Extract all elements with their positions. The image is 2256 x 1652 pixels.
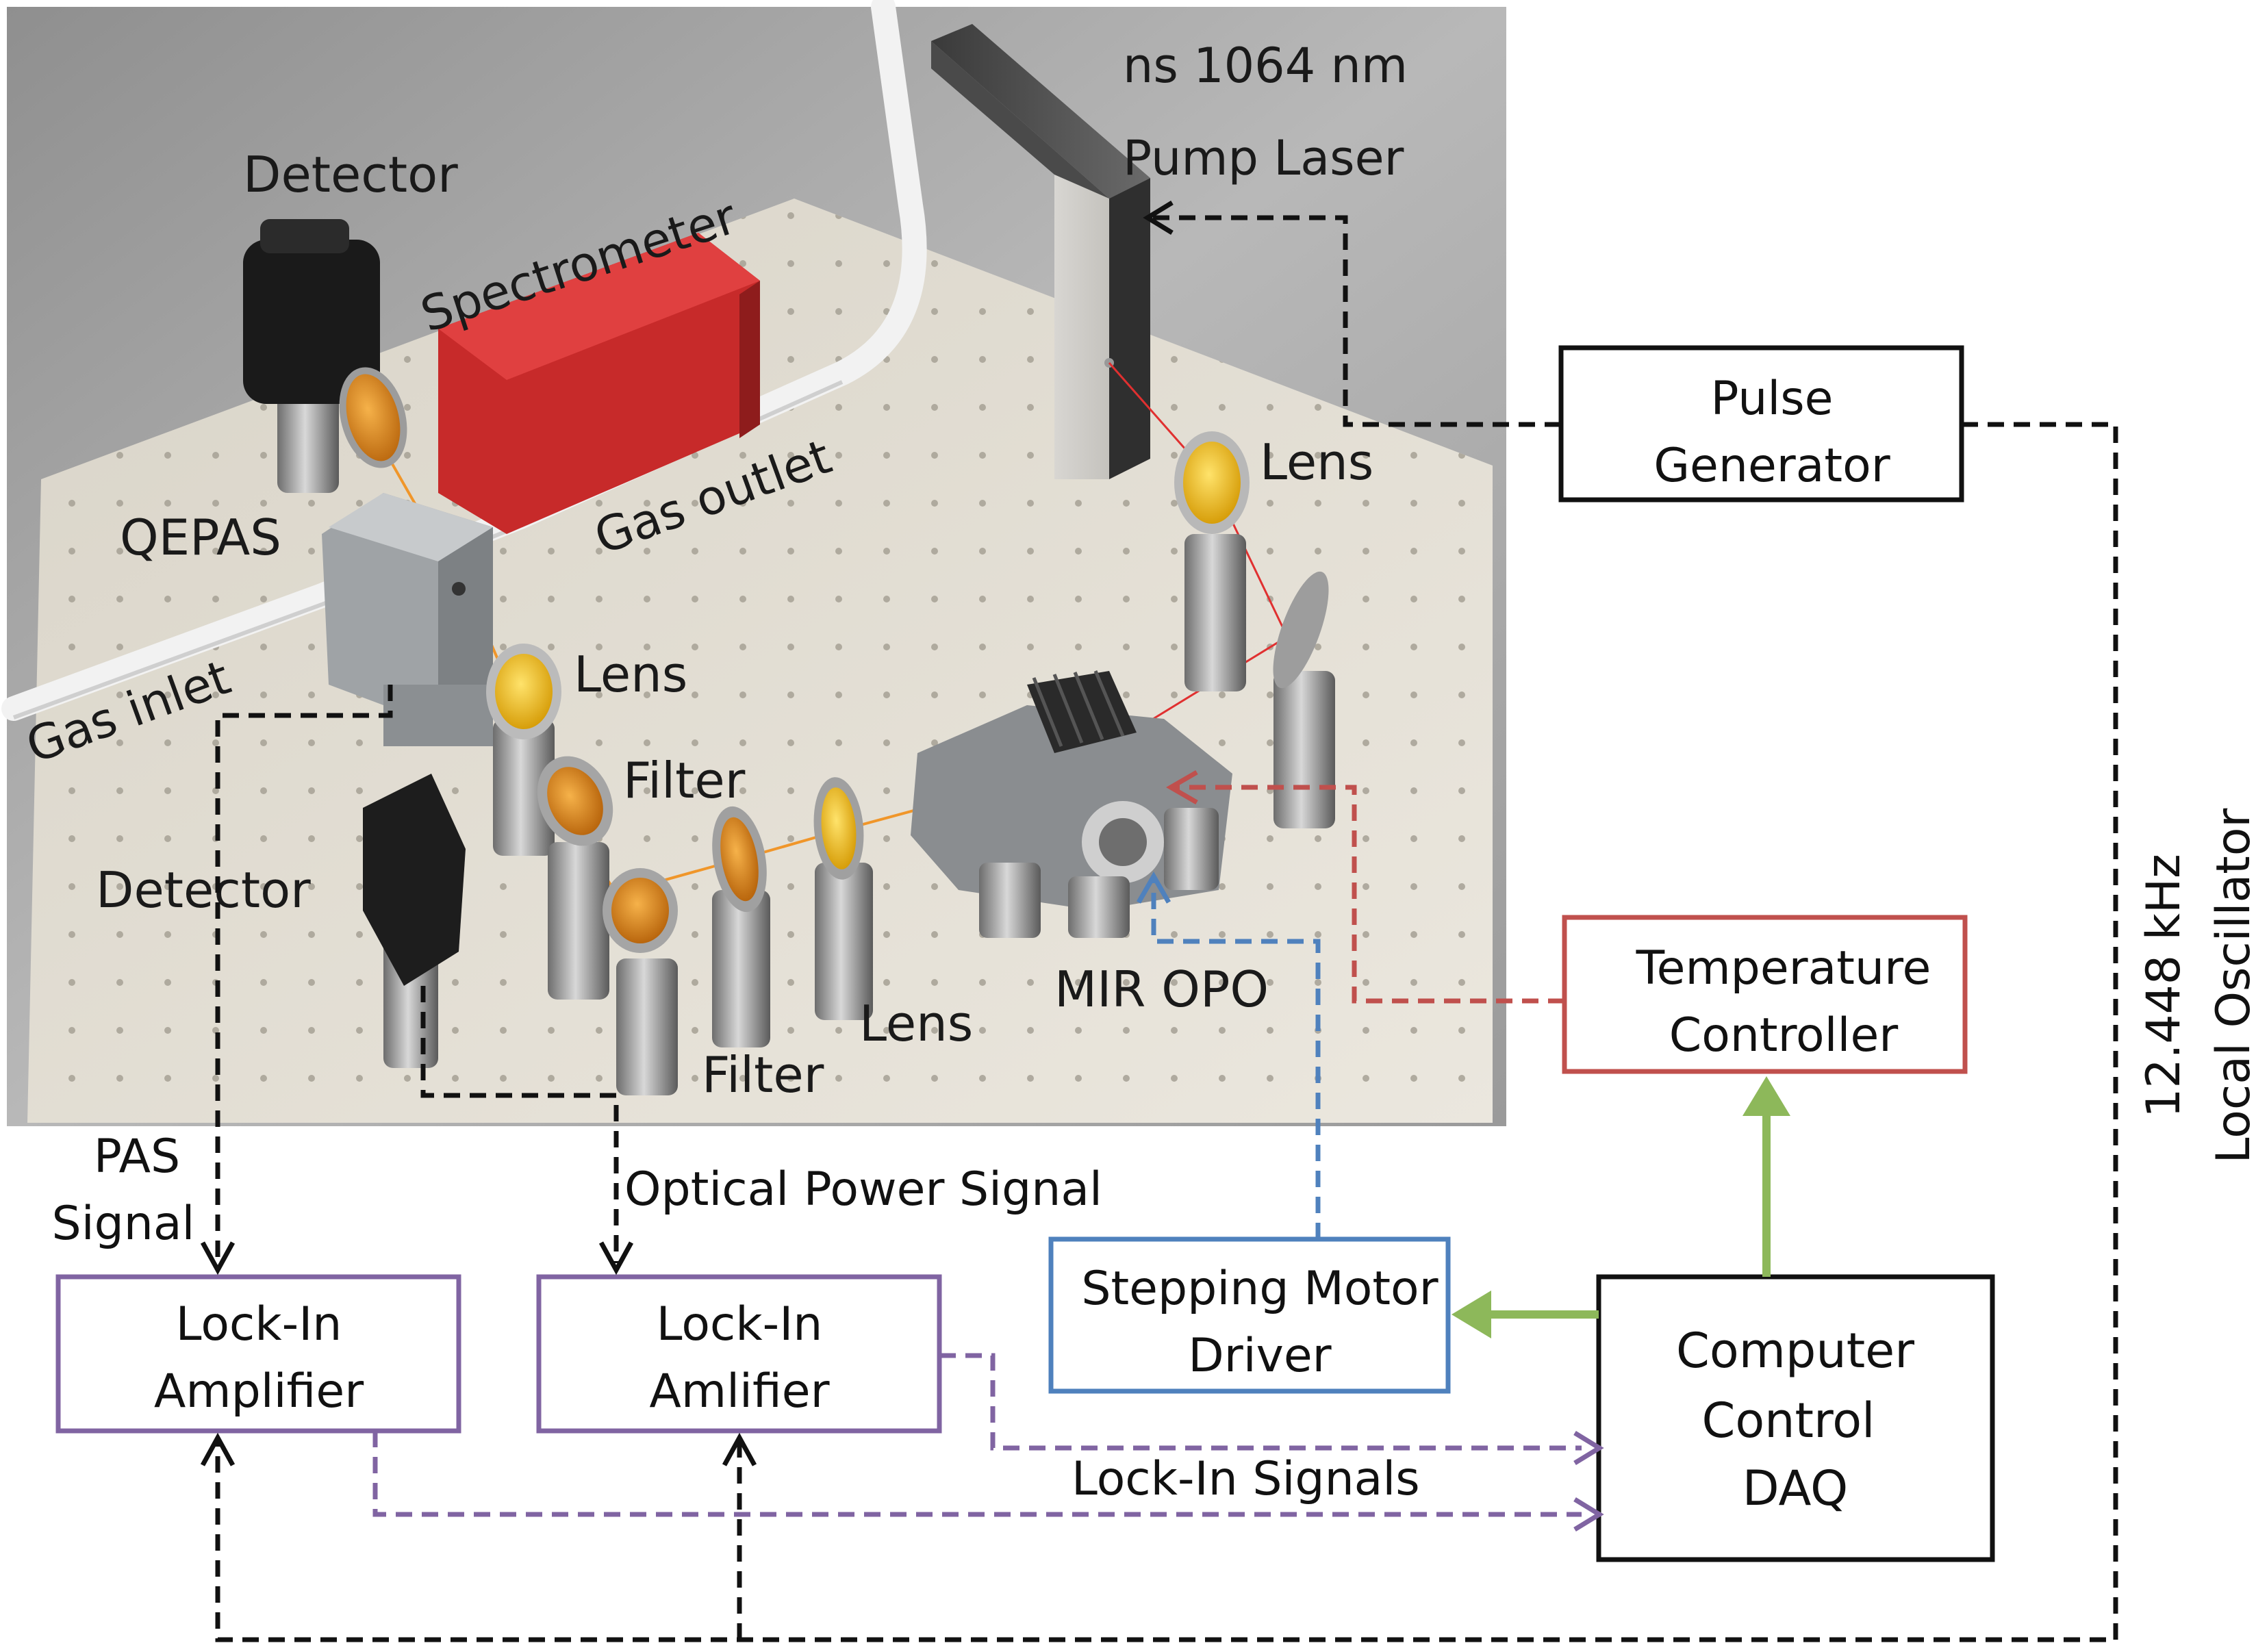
lockin-1-signal-arrowhead xyxy=(1573,1497,1604,1532)
computer-control-line2: Control xyxy=(1701,1393,1875,1449)
temperature-to-opo-arrowhead xyxy=(1166,770,1198,805)
optical-setup-render: ns 1064 nm Pump Laser Detector Spectrome… xyxy=(1,0,1506,1126)
pump-laser xyxy=(931,24,1150,479)
lockin-amplifier-2-block: Lock-In Amlifier xyxy=(536,1274,942,1434)
oscillator-arrowhead-1 xyxy=(200,1432,236,1466)
temperature-controller-block: Temperature Controller xyxy=(1562,915,1968,1074)
lockin-amplifier-1-line1: Lock-In xyxy=(176,1297,342,1351)
lockin-2-signal-line xyxy=(939,1353,1582,1451)
temperature-controller-line1: Temperature xyxy=(1636,941,1931,995)
computer-control-line3: DAQ xyxy=(1742,1460,1848,1516)
temperature-to-opo-path xyxy=(1166,770,1564,1004)
computer-to-stepper-arrowhead xyxy=(1452,1291,1491,1338)
lockin-1-signal-line xyxy=(372,1431,1582,1517)
spectrometer xyxy=(438,233,760,534)
pas-signal-arrowhead xyxy=(200,1241,236,1275)
pulse-generator-line1: Pulse xyxy=(1710,372,1833,426)
computer-to-temperature-arrowhead xyxy=(1742,1076,1790,1116)
stepping-motor-driver-block: Stepping Motor Driver xyxy=(1048,1236,1451,1394)
lockin-signals-label: Lock-In Signals xyxy=(1072,1452,1420,1506)
pas-signal-path xyxy=(200,685,393,1275)
pulse-to-laser-line xyxy=(1150,215,1561,427)
optical-power-line xyxy=(420,986,619,1263)
pas-signal-label-line1: PAS xyxy=(94,1130,180,1184)
oscillator-label-line1: 12.448 kHz xyxy=(2137,854,2191,1118)
optical-power-arrowhead xyxy=(598,1241,634,1275)
lens-right-label: Lens xyxy=(1260,433,1373,491)
pump-beam xyxy=(1074,362,1289,768)
pulse-to-laser-arrowhead xyxy=(1143,201,1174,235)
filter-bottom-device xyxy=(603,868,678,1095)
pulse-generator-box xyxy=(1558,345,1964,503)
pulse-generator-block: Pulse Generator xyxy=(1558,345,1964,503)
oscillator-label-line2: Local Oscillator xyxy=(2207,809,2256,1164)
computer-control-block: Computer Control DAQ xyxy=(1596,1274,1995,1562)
mir-opo-label: MIR OPO xyxy=(1054,961,1269,1018)
mir-opo-device xyxy=(911,670,1232,938)
stepping-motor-driver-line1: Stepping Motor xyxy=(1081,1262,1438,1316)
lockin-signals-path xyxy=(372,1353,1604,1532)
pas-signal-line xyxy=(215,685,393,1263)
computer-control-line1: Computer xyxy=(1676,1323,1914,1379)
oscillator-arrowhead-2 xyxy=(722,1432,757,1466)
stepping-motor-driver-box xyxy=(1048,1236,1451,1394)
lens-bottom-device xyxy=(712,777,873,1047)
optical-power-path xyxy=(420,986,634,1275)
lens-bottom-label: Lens xyxy=(859,995,973,1052)
computer-to-temperature-path xyxy=(1742,1076,1790,1277)
filter-bottom-label: Filter xyxy=(702,1046,824,1104)
pas-signal-label-line2: Signal xyxy=(52,1197,195,1251)
laser-label-line2: Pump Laser xyxy=(1123,130,1404,186)
detector-bottom-device xyxy=(363,774,466,1068)
signal-labels: PAS Signal Optical Power Signal Lock-In … xyxy=(52,809,2256,1506)
filter-top-device xyxy=(537,756,613,1000)
detector-bottom-label: Detector xyxy=(96,861,311,919)
temperature-controller-line2: Controller xyxy=(1669,1008,1899,1063)
lockin-amplifier-1-block: Lock-In Amplifier xyxy=(55,1274,461,1434)
lens-right-device xyxy=(1174,431,1335,828)
stepper-to-opo-path xyxy=(1136,872,1321,1239)
temperature-to-opo-line xyxy=(1174,785,1564,1004)
lockin-amplifier-1-line2: Amplifier xyxy=(154,1364,364,1419)
pulse-to-laser-path xyxy=(1143,201,1561,427)
temperature-controller-box xyxy=(1562,915,1968,1074)
lockin-amplifier-2-line2: Amlifier xyxy=(649,1364,829,1419)
stepping-motor-driver-line2: Driver xyxy=(1188,1329,1331,1383)
pump-beam-path xyxy=(1074,362,1289,768)
lockin-amplifier-1-box xyxy=(55,1274,461,1434)
local-oscillator-path xyxy=(200,422,2118,1642)
pulse-generator-line2: Generator xyxy=(1653,439,1890,493)
gas-tube xyxy=(1,0,927,721)
laser-label-line1: ns 1064 nm xyxy=(1123,38,1408,94)
lens-qepas-label: Lens xyxy=(574,646,687,703)
computer-to-stepper-path xyxy=(1452,1291,1599,1338)
qepas-label: QEPAS xyxy=(120,509,281,566)
lockin-2-signal-arrowhead xyxy=(1573,1431,1604,1465)
filter-top-label: Filter xyxy=(623,752,746,809)
computer-control-box xyxy=(1596,1274,1995,1562)
stepper-to-opo-arrowhead xyxy=(1136,872,1171,904)
qepas-cell xyxy=(322,493,493,746)
lockin-amplifier-2-box xyxy=(536,1274,942,1434)
lens-qepas-device xyxy=(486,644,561,856)
optical-power-signal-label: Optical Power Signal xyxy=(624,1162,1102,1217)
stepper-to-opo-line xyxy=(1151,880,1321,1239)
detector-top-label: Detector xyxy=(243,146,458,203)
oscillator-line xyxy=(215,422,2118,1642)
qepas-filter xyxy=(339,367,407,468)
lockin-amplifier-2-line1: Lock-In xyxy=(657,1297,823,1351)
detector-top-device xyxy=(243,219,380,493)
